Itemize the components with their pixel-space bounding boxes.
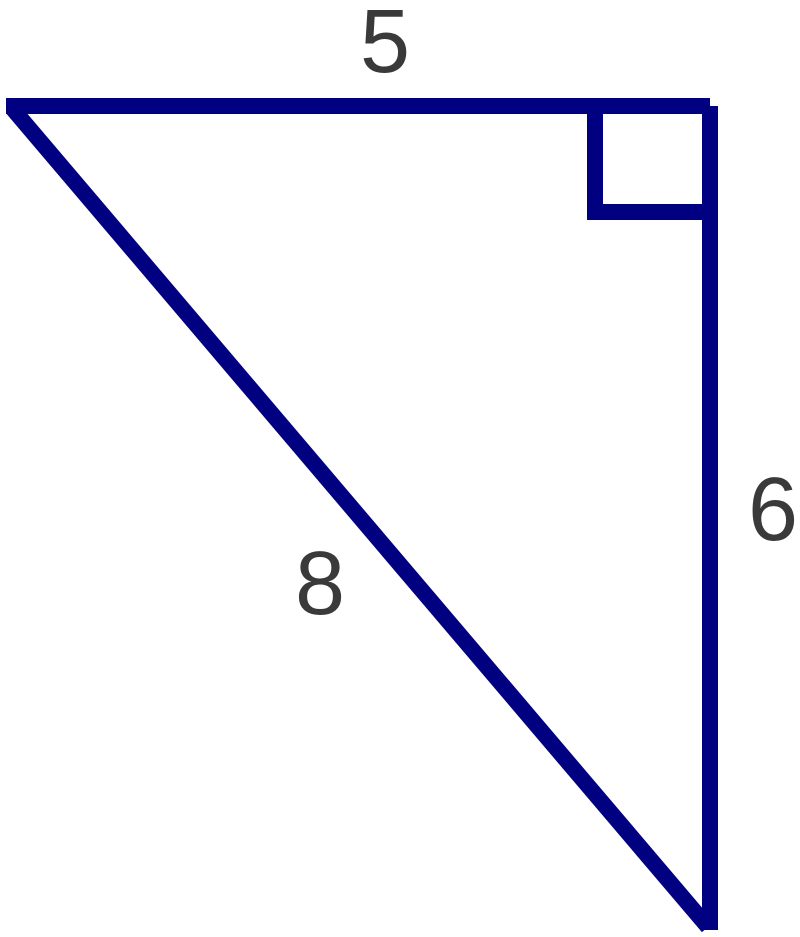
right-side-label: 6 [748, 460, 798, 560]
right-angle-marker [587, 106, 710, 220]
top-side-label: 5 [360, 0, 410, 92]
hypotenuse [5, 102, 715, 933]
hypotenuse-label: 8 [295, 534, 345, 634]
